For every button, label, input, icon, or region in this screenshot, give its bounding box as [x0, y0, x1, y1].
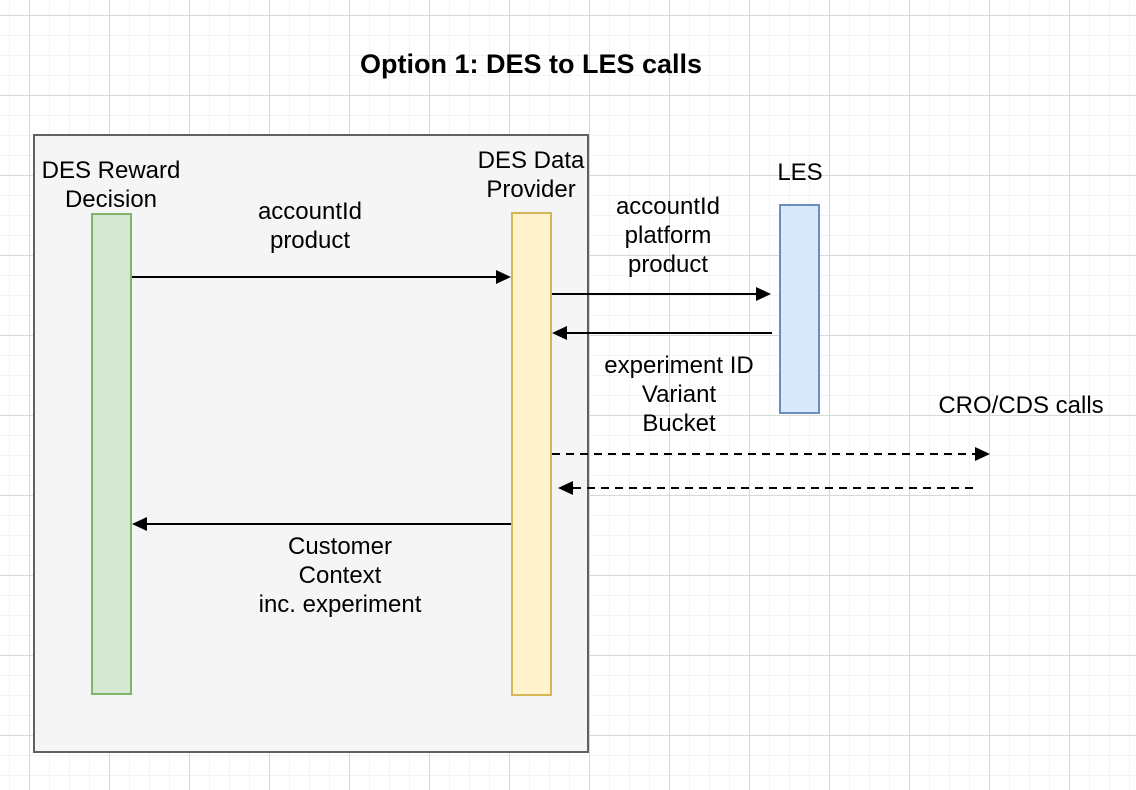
- message-label-accountid-product: accountId product: [210, 197, 410, 255]
- arrow-shaft: [567, 332, 772, 334]
- actor-label-des-reward-decision: DES Reward Decision: [11, 156, 211, 214]
- label-line: platform: [624, 222, 712, 249]
- label-line: Customer: [287, 533, 393, 560]
- message-arrow-cro-cds-response: [558, 481, 973, 495]
- activation-bar-des-data-provider: [511, 212, 552, 696]
- arrowhead-left-icon: [132, 517, 147, 531]
- activation-bar-les: [779, 204, 820, 414]
- label-line: DES Reward: [41, 157, 181, 184]
- label-line: Bucket: [642, 410, 716, 437]
- message-arrow-experiment-id-variant-bucket: [552, 326, 772, 340]
- arrowhead-right-icon: [756, 287, 771, 301]
- message-arrow-accountid-platform-product: [552, 287, 771, 301]
- message-arrow-cro-cds-request: [552, 447, 990, 461]
- arrowhead-right-icon: [975, 447, 990, 461]
- label-line: product: [269, 227, 351, 254]
- diagram-title: Option 1: DES to LES calls: [359, 49, 703, 79]
- label-line: Provider: [486, 176, 576, 203]
- label-line: LES: [777, 159, 823, 186]
- label-line: accountId: [615, 193, 721, 220]
- arrowhead-left-icon: [558, 481, 573, 495]
- message-label-accountid-platform-product: accountId platform product: [568, 192, 768, 279]
- arrow-shaft: [573, 487, 973, 489]
- label-line: Variant: [641, 381, 717, 408]
- actor-label-des-data-provider: DES Data Provider: [431, 146, 631, 204]
- label-line: DES Data: [477, 147, 585, 174]
- label-line: inc. experiment: [258, 591, 422, 618]
- message-arrow-accountid-product: [132, 270, 511, 284]
- label-line: Context: [298, 562, 382, 589]
- message-arrow-customer-context: [132, 517, 511, 531]
- activation-bar-des-reward-decision: [91, 213, 132, 695]
- label-line: product: [627, 251, 709, 278]
- actor-label-les: LES: [700, 158, 900, 187]
- arrowhead-right-icon: [496, 270, 511, 284]
- arrow-shaft: [147, 523, 511, 525]
- actor-label-cro-cds-calls: CRO/CDS calls: [881, 391, 1136, 420]
- message-label-experiment-id-variant-bucket: experiment ID Variant Bucket: [579, 351, 779, 438]
- arrow-shaft: [132, 276, 496, 278]
- arrowhead-left-icon: [552, 326, 567, 340]
- label-line: CRO/CDS calls: [938, 392, 1104, 419]
- message-label-customer-context: Customer Context inc. experiment: [190, 532, 490, 619]
- arrow-shaft: [552, 453, 975, 455]
- label-line: Decision: [64, 186, 158, 213]
- label-line: accountId: [257, 198, 363, 225]
- label-line: experiment ID: [604, 352, 754, 379]
- arrow-shaft: [552, 293, 756, 295]
